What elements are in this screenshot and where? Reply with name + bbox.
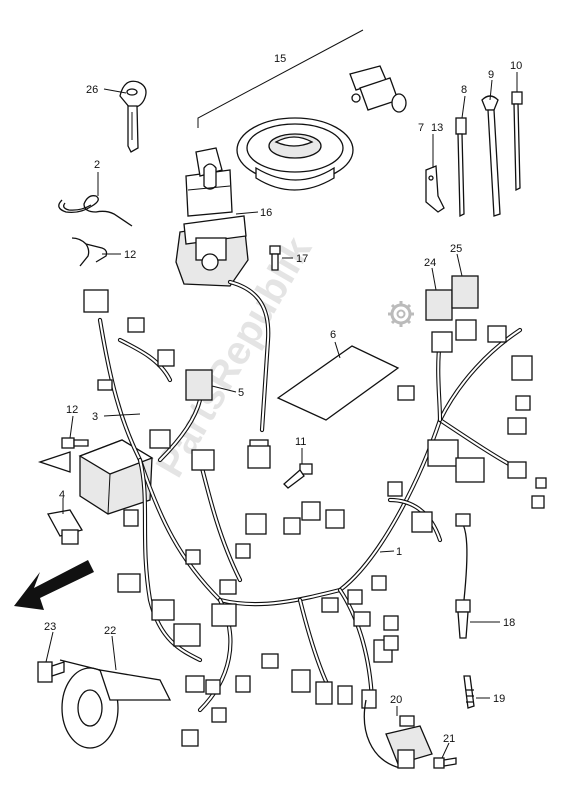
ignition-switch	[175, 147, 249, 287]
cable-tie-10	[511, 91, 523, 192]
callout-23: 23	[44, 621, 56, 633]
bolt-12	[61, 437, 89, 449]
connectors	[83, 275, 547, 747]
switch-rod	[463, 675, 475, 709]
bolt-11	[283, 463, 313, 489]
callout-12-b: 12	[124, 249, 136, 261]
spring-clip	[58, 195, 133, 227]
bolt-17	[269, 245, 281, 271]
callout-22: 22	[104, 625, 116, 637]
neutral-sensor	[455, 513, 471, 639]
callout-labels: 1 2 3 4 5 6 7 8 9 10 11 12 12 13 15 16 1…	[44, 53, 522, 745]
cable-tie-9	[481, 95, 501, 217]
wire-clip	[71, 237, 108, 267]
regulator	[363, 699, 433, 769]
bolt-23	[37, 661, 65, 683]
callout-6: 6	[330, 329, 336, 341]
callout-21: 21	[443, 733, 455, 745]
callout-11: 11	[295, 436, 306, 448]
main-wiring-harness	[97, 279, 523, 713]
callout-13: 13	[431, 122, 443, 134]
callout-20: 20	[390, 694, 402, 706]
bolt-21	[433, 757, 457, 769]
callout-17: 17	[296, 253, 308, 265]
callout-26: 26	[86, 84, 98, 96]
cable-tie-8	[455, 117, 467, 218]
leader-lines	[45, 72, 518, 759]
seat-lock	[349, 65, 407, 113]
callout-3: 3	[92, 411, 98, 423]
callout-8: 8	[461, 84, 467, 96]
callout-12-a: 12	[66, 404, 78, 416]
callout-4: 4	[59, 489, 65, 501]
callout-19: 19	[493, 693, 505, 705]
callout-1: 1	[396, 546, 402, 558]
callout-bracket-15	[197, 29, 364, 128]
callout-2: 2	[94, 159, 100, 171]
gear-icon	[388, 301, 414, 327]
callout-25: 25	[450, 243, 462, 255]
front-direction-arrow-icon	[14, 560, 94, 610]
callout-9: 9	[488, 69, 494, 81]
clamp-bracket	[425, 165, 445, 213]
callout-15: 15	[274, 53, 286, 65]
fuel-cap	[236, 117, 354, 191]
callout-24: 24	[424, 257, 436, 269]
callout-18: 18	[503, 617, 515, 629]
ignition-key	[119, 80, 147, 153]
callout-7: 7	[418, 122, 424, 134]
insulation-pad	[276, 345, 400, 421]
callout-16: 16	[260, 207, 272, 219]
callout-5: 5	[238, 387, 244, 399]
fuse	[46, 509, 83, 545]
callout-10: 10	[510, 60, 522, 72]
horn	[59, 659, 172, 749]
